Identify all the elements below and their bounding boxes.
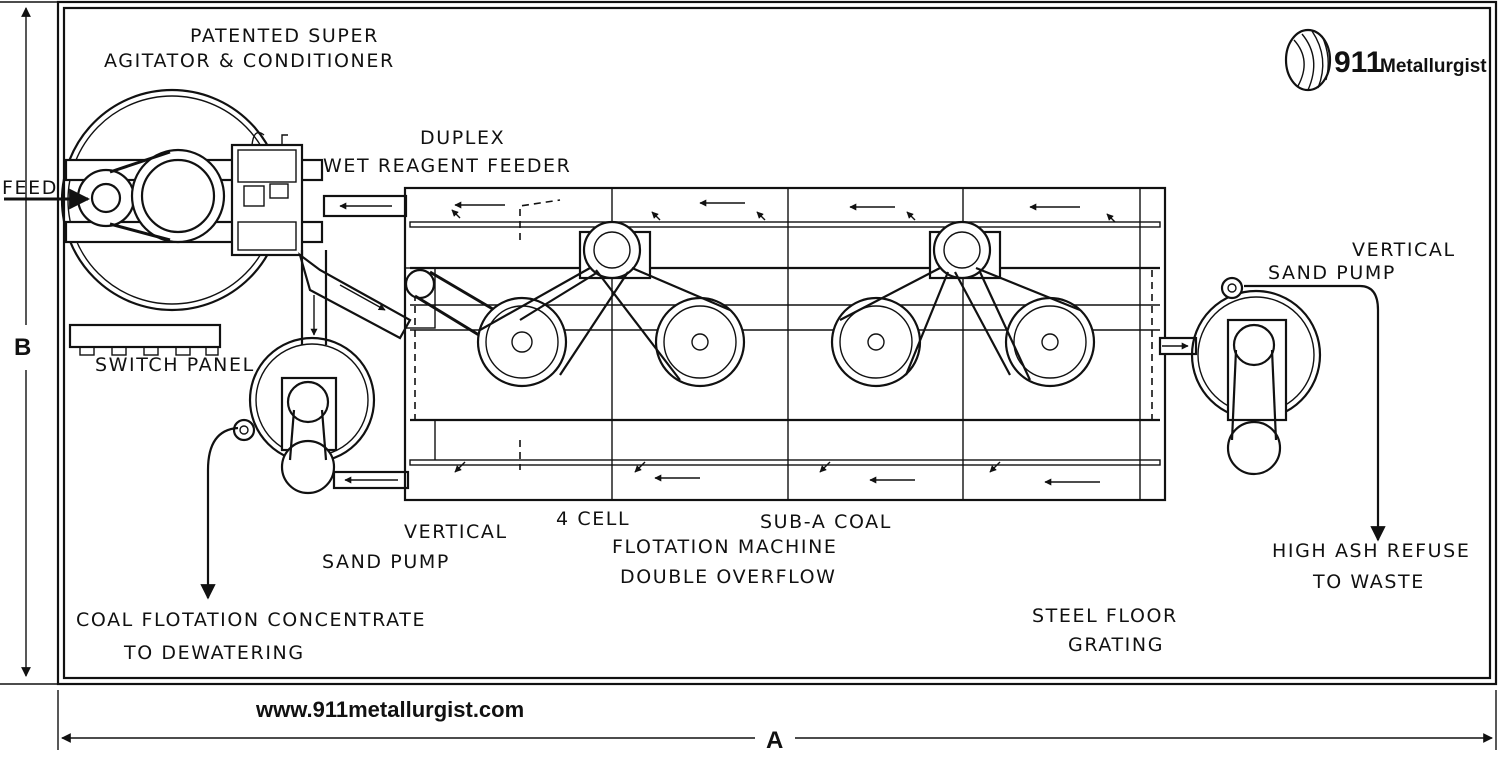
agitator-label-2: AGITATOR & CONDITIONER: [104, 50, 395, 72]
refuse-label-2: TO WASTE: [1312, 571, 1425, 593]
machine-label-1a: 4 CELL: [556, 508, 630, 530]
logo-name: Metallurgist: [1380, 56, 1487, 77]
dimension-frame: [0, 0, 1498, 750]
reagent-label-1: DUPLEX: [420, 127, 505, 149]
website-label: www.911metallurgist.com: [255, 697, 524, 722]
concentrate-label-1: COAL FLOTATION CONCENTRATE: [76, 609, 426, 631]
concentrate-label-2: TO DEWATERING: [123, 642, 305, 664]
feed-label: FEED: [2, 177, 58, 199]
dimension-b-label: B: [14, 334, 31, 361]
reagent-pipe: [298, 194, 412, 345]
reagent-label-2: WET REAGENT FEEDER: [323, 155, 571, 177]
refuse-label-1: HIGH ASH REFUSE: [1272, 540, 1470, 562]
vertical-sand-pump-right: [1158, 276, 1386, 542]
machine-label-1b: SUB-A COAL: [760, 511, 892, 533]
super-agitator-conditioner: [60, 88, 324, 356]
grating-label-1: STEEL FLOOR: [1032, 605, 1178, 627]
agitator-label-1: PATENTED SUPER: [190, 25, 379, 47]
logo-number: 911: [1334, 46, 1382, 79]
machine-label-2: FLOTATION MACHINE: [612, 536, 838, 558]
pump-left-label-2: SAND PUMP: [322, 551, 450, 573]
machine-label-3: DOUBLE OVERFLOW: [620, 566, 837, 588]
metallurgist-logo-icon: [1284, 28, 1332, 92]
pump-right-label-1: VERTICAL: [1352, 239, 1456, 261]
flotation-machine: [403, 186, 1167, 502]
logo: 911 Metallurgist: [1284, 28, 1487, 92]
vertical-sand-pump-left: [200, 336, 410, 600]
labels: PATENTED SUPER AGITATOR & CONDITIONER FE…: [2, 25, 1470, 754]
switch-panel-label: SWITCH PANEL: [95, 354, 255, 376]
dimension-a-label: A: [766, 727, 783, 754]
pump-left-label-1: VERTICAL: [404, 521, 508, 543]
grating-label-2: GRATING: [1068, 634, 1164, 656]
pump-right-label-2: SAND PUMP: [1268, 262, 1396, 284]
